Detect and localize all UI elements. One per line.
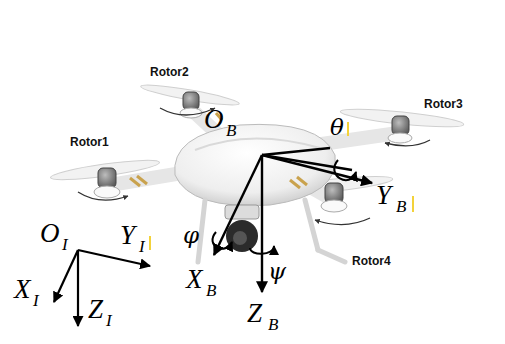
angle-symbol: ψ <box>268 260 286 283</box>
rotor-label: Rotor4 <box>352 255 391 267</box>
rotor-label: Rotor2 <box>150 66 189 78</box>
axis-subscript: B <box>206 282 216 299</box>
axis-subscript: I <box>106 312 112 329</box>
axis-subscript: I <box>33 292 39 309</box>
axis-subscript: B <box>226 122 236 139</box>
axis-symbol: Y <box>376 182 391 209</box>
axis-symbol: Y <box>120 222 135 249</box>
axis-symbol: Z <box>88 296 103 323</box>
rotor-label: Rotor1 <box>70 136 109 148</box>
axis-symbol: X <box>14 276 31 303</box>
axis-symbol: X <box>186 266 203 293</box>
axis-subscript: I <box>139 238 145 255</box>
axis-subscript: B <box>396 198 406 215</box>
axis-subscript: B <box>268 316 278 333</box>
axis-origin-symbol: O <box>40 220 60 247</box>
axis-symbol: Z <box>247 300 262 327</box>
axis-subscript: I <box>62 236 68 253</box>
axis-origin-symbol: O <box>204 106 224 133</box>
angle-symbol: θ <box>330 116 344 139</box>
angle-symbol: φ <box>183 224 199 247</box>
rotor-label: Rotor3 <box>424 98 463 110</box>
